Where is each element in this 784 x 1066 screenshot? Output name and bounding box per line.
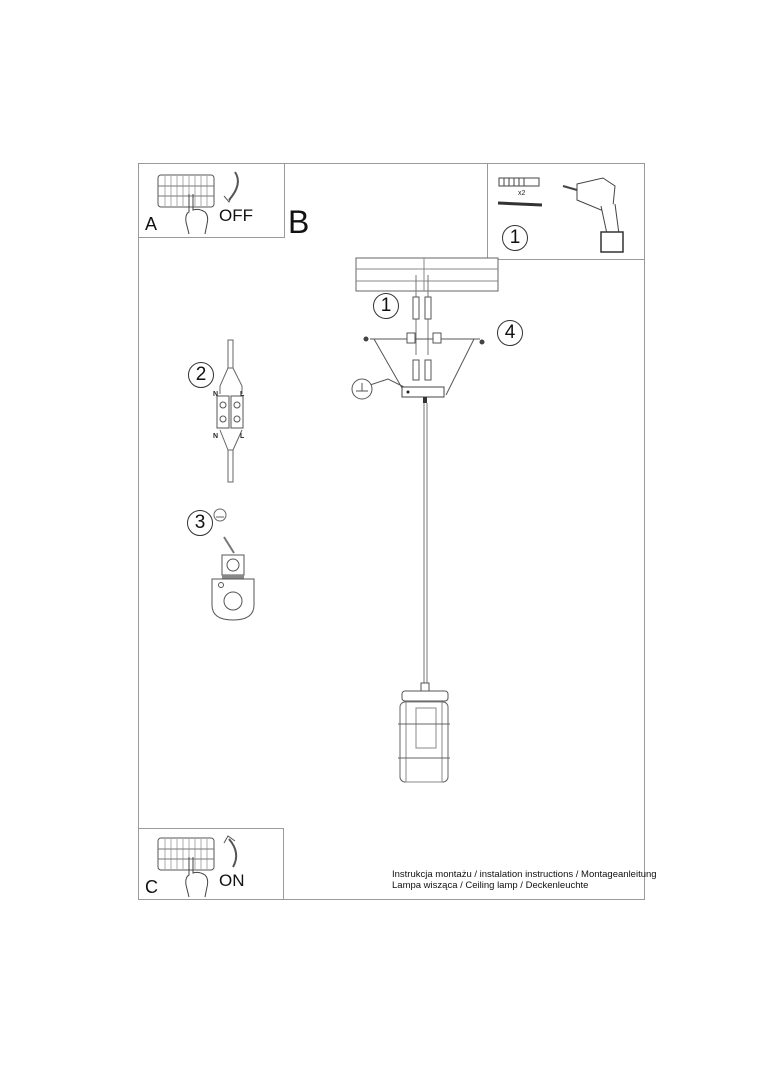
neutral-label-top: N: [213, 391, 219, 398]
step-1-badge: 1: [502, 225, 528, 251]
screw-icon: [497, 201, 543, 207]
drill-icon: [562, 177, 624, 253]
caption-line-1: Instrukcja montażu / instalation instruc…: [392, 869, 657, 880]
step-c-box: C ON: [138, 828, 284, 900]
hand-icon: [185, 194, 209, 235]
off-label: OFF: [219, 206, 253, 225]
tools-box: x2 1: [487, 163, 645, 260]
caption-line-2: Lampa wisząca / Ceiling lamp / Deckenleu…: [392, 880, 589, 891]
hand-icon: [185, 857, 209, 898]
step-a-box: A OFF: [138, 163, 285, 238]
wiring-connector-diagram: [216, 339, 244, 483]
live-label-top: L: [240, 391, 245, 398]
callout-1: 1: [373, 293, 399, 319]
ceiling-mount-diagram: [351, 257, 499, 702]
wall-plug-icon: [498, 177, 540, 187]
callout-2: 2: [188, 362, 214, 388]
on-label: ON: [219, 871, 245, 890]
callout-3: 3: [187, 510, 213, 536]
instruction-sheet-frame: [138, 163, 645, 900]
step-c-label: C: [145, 877, 158, 897]
ground-terminal-diagram: [211, 508, 255, 621]
caption: Instrukcja montażu / instalation instruc…: [392, 869, 657, 891]
step-b-label: B: [288, 204, 310, 240]
callout-4: 4: [497, 320, 523, 346]
cage-lamp-shade: [398, 701, 450, 783]
quantity-label: x2: [518, 190, 526, 197]
neutral-label-bottom: N: [213, 433, 219, 440]
arrow-up-icon: [223, 835, 238, 868]
fuse-box-icon: [157, 837, 215, 871]
step-a-label: A: [145, 214, 158, 234]
arrow-down-icon: [223, 171, 239, 203]
live-label-bottom: L: [240, 433, 245, 440]
